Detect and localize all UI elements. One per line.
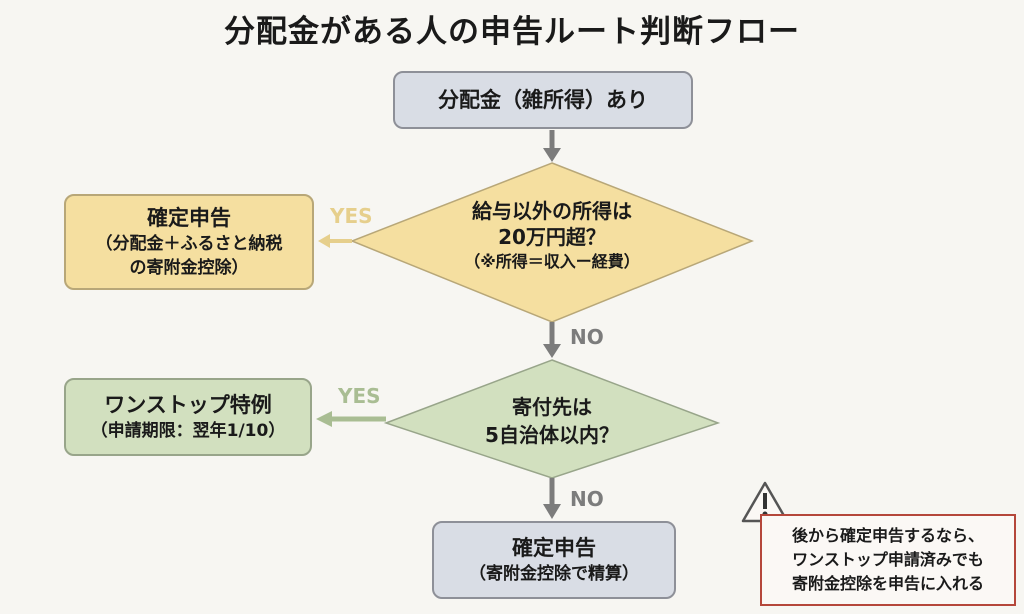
result-tax-return-full-sub2: の寄附金控除）: [129, 258, 249, 278]
result-one-stop-sub: （申請期限：翌年1/10）: [90, 421, 286, 441]
arrow-q1-yes: [318, 234, 352, 248]
edge-label-q1-yes: YES: [330, 204, 373, 228]
decision-municipalities-line1: 寄付先は: [512, 395, 592, 419]
result-one-stop-title: ワンストップ特例: [104, 393, 272, 417]
result-tax-return-full-title: 確定申告: [147, 206, 231, 230]
decision-income-line2: 20万円超？: [498, 225, 606, 249]
start-node-text: 分配金（雑所得）あり: [438, 88, 648, 112]
result-one-stop: ワンストップ特例 （申請期限：翌年1/10）: [64, 378, 312, 456]
arrow-q1-to-q2: [543, 322, 561, 358]
result-tax-return-full: 確定申告 （分配金＋ふるさと納税 の寄附金控除）: [64, 194, 314, 290]
arrow-start-to-q1: [543, 130, 561, 162]
edge-label-q2-no: NO: [570, 487, 604, 511]
decision-municipalities-line2: 5自治体以内？: [485, 423, 619, 447]
arrow-q2-to-r3: [543, 478, 561, 519]
edge-label-q1-no: NO: [570, 325, 604, 349]
warning-line-1: 後から確定申告するなら、: [791, 526, 984, 545]
result-tax-return-settle-sub: （寄附金控除で精算）: [469, 564, 639, 584]
start-node: 分配金（雑所得）あり: [393, 71, 693, 129]
decision-municipalities-text: 寄付先は 5自治体以内？: [422, 393, 682, 449]
warning-note: 後から確定申告するなら、 ワンストップ申請済みでも 寄附金控除を申告に入れる: [760, 514, 1016, 606]
decision-income-note: （※所得＝収入ー経費）: [464, 252, 640, 271]
decision-income-text: 給与以外の所得は 20万円超？ （※所得＝収入ー経費）: [402, 198, 702, 274]
decision-income-line1: 給与以外の所得は: [472, 199, 632, 223]
warning-line-3: 寄附金控除を申告に入れる: [791, 574, 984, 593]
result-tax-return-full-sub1: （分配金＋ふるさと納税: [95, 234, 283, 254]
arrow-q2-yes: [316, 411, 386, 427]
warning-line-2: ワンストップ申請済みでも: [792, 550, 984, 569]
edge-label-q2-yes: YES: [338, 384, 381, 408]
page-title: 分配金がある人の申告ルート判断フロー: [224, 14, 800, 50]
result-tax-return-settle-title: 確定申告: [512, 536, 596, 560]
result-tax-return-settle: 確定申告 （寄附金控除で精算）: [432, 521, 676, 599]
